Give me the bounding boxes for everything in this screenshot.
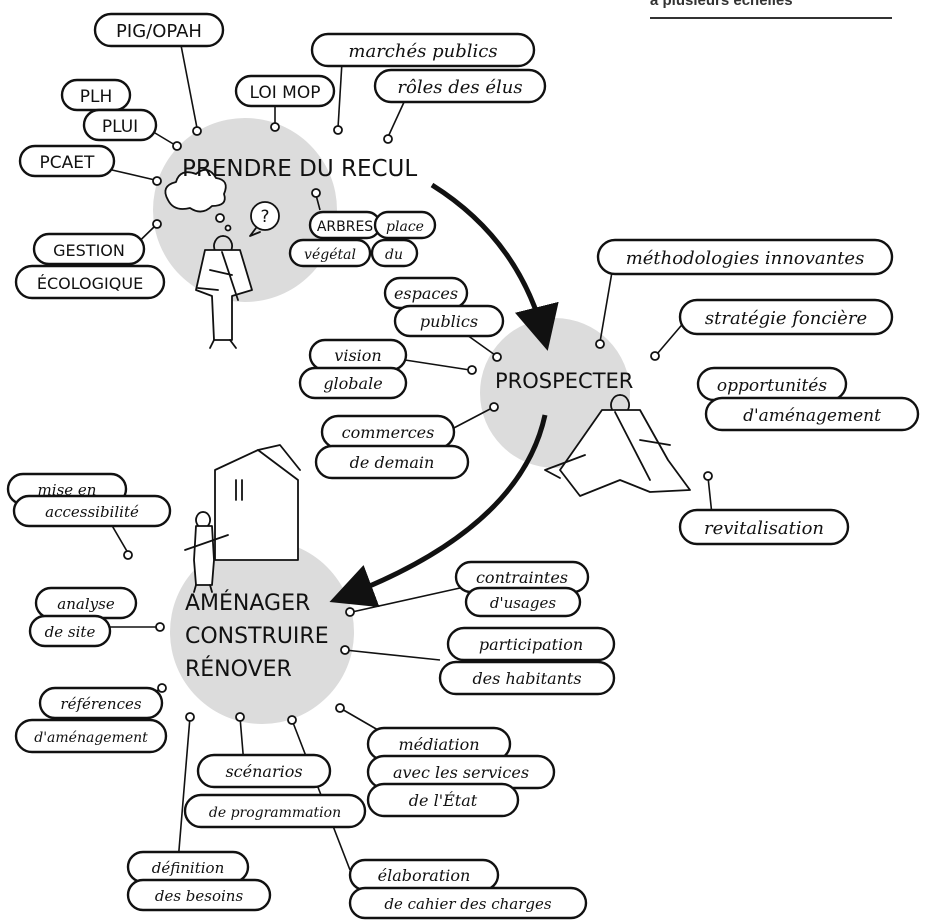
bubble-roles-des-elus: rôles des élus (373, 68, 547, 104)
svg-text:scénarios: scénarios (225, 762, 302, 781)
bubble-espaces-publics: espaces publics (383, 276, 505, 338)
svg-text:accessibilité: accessibilité (45, 503, 139, 521)
bubble-commerces-de-demain: commerces de demain (314, 414, 470, 480)
svg-text:marchés publics: marchés publics (348, 41, 497, 62)
hub-label-prospecter: PROSPECTER (495, 369, 633, 393)
thinking-person-figure (195, 235, 253, 349)
worker-person-figure (184, 511, 229, 593)
svg-text:espaces: espaces (394, 284, 458, 303)
svg-text:médiation: médiation (398, 735, 479, 754)
bubble-plui: PLUI (82, 108, 158, 142)
header-caption: à plusieurs échelles (650, 0, 793, 9)
svg-text:définition: définition (152, 859, 224, 877)
svg-text:des habitants: des habitants (472, 669, 581, 688)
svg-text:rôles des élus: rôles des élus (397, 77, 522, 98)
hub-label-amenager: AMÉNAGER (185, 590, 310, 616)
bubble-opportunites: opportunités d'aménagement (696, 366, 920, 432)
svg-text:contraintes: contraintes (476, 568, 568, 587)
arrow-recul-to-prospecter (430, 182, 559, 351)
header-rule (650, 17, 892, 19)
svg-text:analyse: analyse (57, 595, 115, 613)
svg-text:GESTION: GESTION (53, 241, 125, 260)
svg-text:globale: globale (323, 374, 382, 393)
bubble-mise-en-accessibilite: mise en accessibilité (6, 472, 172, 528)
hub-label-recul: PRENDRE DU RECUL (182, 156, 417, 182)
bubble-participation-des-habitants: participation des habitants (438, 626, 616, 696)
svg-text:stratégie foncière: stratégie foncière (705, 308, 867, 329)
svg-text:références: références (60, 695, 141, 713)
connector-dots (123, 122, 713, 725)
question-bubble-icon: ? (249, 201, 280, 237)
svg-text:opportunités: opportunités (717, 376, 827, 396)
svg-text:d'aménagement: d'aménagement (34, 730, 148, 746)
hub-label-construire: CONSTRUIRE (185, 624, 329, 649)
bubble-references-damenagement: références d'aménagement (14, 686, 168, 754)
svg-text:PLH: PLH (80, 87, 113, 107)
svg-text:des besoins: des besoins (155, 887, 244, 905)
bubble-gestion-ecologique: GESTION ÉCOLOGIQUE (14, 232, 166, 300)
svg-text:de demain: de demain (350, 453, 435, 472)
kneeling-person-figure (544, 394, 691, 497)
svg-text:mise en: mise en (38, 481, 97, 499)
arrow-prospecter-to-amenager (329, 414, 548, 608)
svg-text:PLUI: PLUI (102, 117, 138, 137)
svg-text:place: place (386, 219, 424, 235)
svg-text:végétal: végétal (304, 247, 356, 263)
svg-text:publics: publics (420, 312, 478, 331)
svg-text:avec les services: avec les services (393, 763, 529, 782)
bubble-definition-des-besoins: définition des besoins (126, 850, 272, 912)
bubble-plh: PLH (60, 78, 132, 112)
svg-text:d'usages: d'usages (490, 594, 557, 612)
svg-text:vision: vision (334, 346, 381, 365)
bubble-strategie-fonciere: stratégie foncière (678, 298, 894, 336)
svg-text:ARBRES: ARBRES (317, 219, 373, 235)
svg-text:revitalisation: revitalisation (704, 518, 824, 539)
svg-text:méthodologies innovantes: méthodologies innovantes (626, 248, 865, 269)
thought-cloud-icon (164, 168, 232, 232)
svg-text:PCAET: PCAET (40, 153, 95, 173)
bubble-mediation: médiation avec les services de l'État (366, 726, 556, 818)
hub-circle-amenager (170, 540, 354, 724)
hub-label-renover: RÉNOVER (185, 656, 292, 682)
bubble-scenarios-de-programmation: scénarios de programmation (183, 753, 367, 829)
svg-text:de programmation: de programmation (209, 805, 341, 821)
svg-text:LOI MOP: LOI MOP (250, 83, 321, 103)
svg-text:PIG/OPAH: PIG/OPAH (116, 21, 202, 42)
bubble-vision-globale: vision globale (298, 338, 408, 400)
bubble-loi-mop: LOI MOP (234, 74, 336, 108)
svg-text:de l'État: de l'État (409, 790, 478, 810)
svg-text:de site: de site (45, 623, 96, 641)
bubble-revitalisation: revitalisation (678, 508, 850, 546)
svg-text:élaboration: élaboration (378, 866, 471, 885)
bubble-arbres-vegetal: ARBRES végétal (288, 210, 382, 268)
svg-text:ÉCOLOGIQUE: ÉCOLOGIQUE (37, 274, 143, 293)
bubble-place-du: place du (370, 210, 437, 268)
svg-text:participation: participation (479, 635, 583, 654)
svg-text:commerces: commerces (342, 423, 435, 442)
svg-text:d'aménagement: d'aménagement (743, 406, 881, 426)
house-figure (214, 444, 301, 561)
bubble-elaboration-cahier-des-charges: élaboration de cahier des charges (348, 858, 588, 920)
bubble-pcaet: PCAET (18, 144, 116, 178)
bubble-methodologies-innovantes: méthodologies innovantes (596, 238, 894, 276)
svg-text:du: du (385, 247, 403, 263)
question-mark: ? (260, 207, 269, 227)
svg-text:de cahier des charges: de cahier des charges (384, 895, 551, 913)
bubble-contraintes-dusages: contraintes d'usages (454, 560, 590, 618)
bubble-analyse-de-site: analyse de site (28, 586, 138, 648)
bubble-marches-publics: marchés publics (310, 32, 536, 68)
bubble-pig-opah: PIG/OPAH (93, 12, 225, 48)
